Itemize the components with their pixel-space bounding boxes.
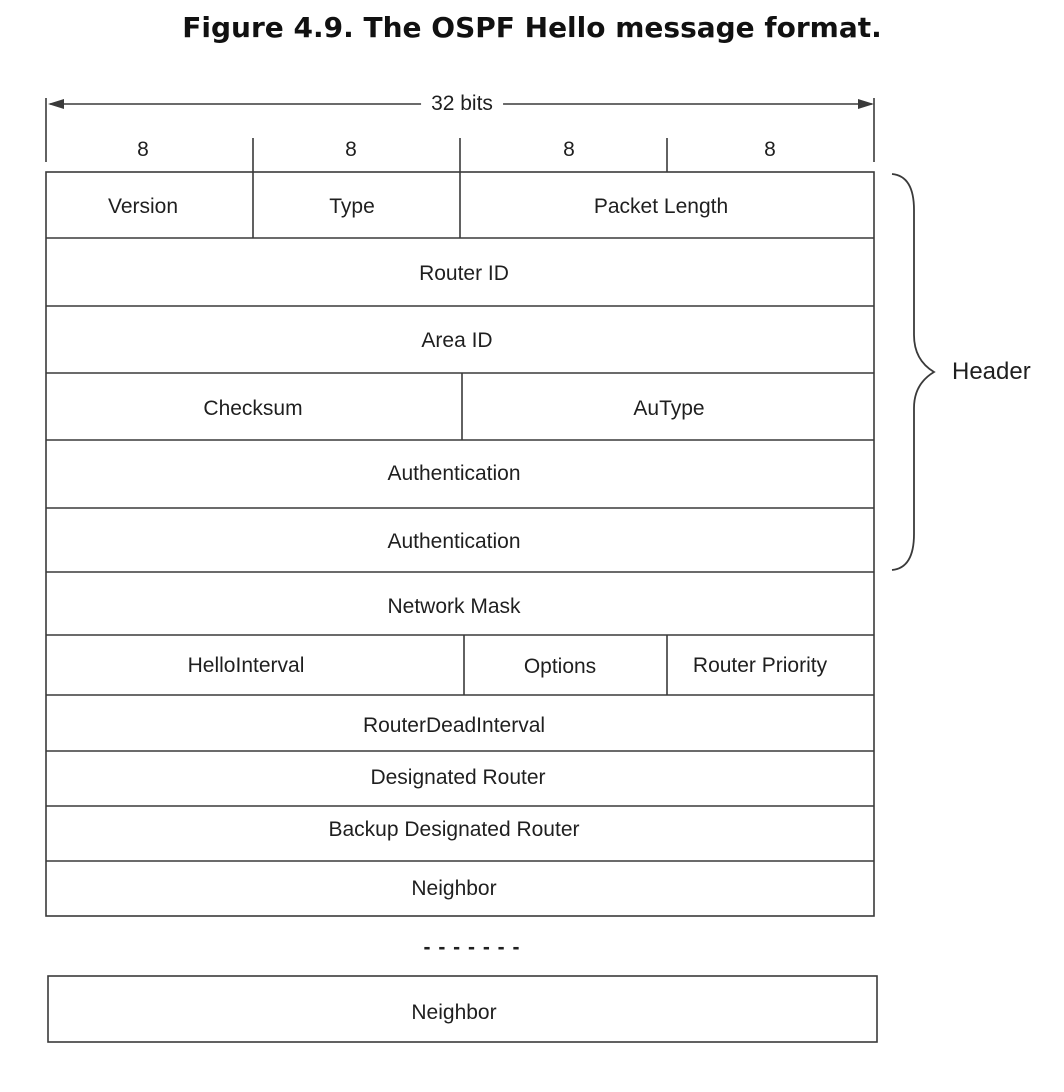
width-arrow-right-head bbox=[858, 99, 874, 109]
last-neighbor-box bbox=[47, 975, 878, 1043]
figure-title: Figure 4.9. The OSPF Hello message forma… bbox=[182, 11, 882, 44]
field-type: Type bbox=[329, 195, 375, 218]
width-arrow-left-head bbox=[48, 99, 64, 109]
field-checksum: Checksum bbox=[203, 397, 303, 420]
byte-label-1: 8 bbox=[137, 138, 149, 161]
field-neighbor: Neighbor bbox=[411, 877, 497, 900]
field-autype: AuType bbox=[633, 397, 705, 420]
field-network-mask: Network Mask bbox=[387, 595, 521, 618]
field-version: Version bbox=[107, 195, 179, 218]
field-hellointerval: HelloInterval bbox=[187, 654, 305, 677]
byte-label-2: 8 bbox=[345, 138, 357, 161]
byte-label-4: 8 bbox=[764, 138, 776, 161]
continuation-dashes: - - - - - - - bbox=[423, 936, 521, 959]
field-authentication-2: Authentication bbox=[387, 530, 521, 553]
field-router-priority: Router Priority bbox=[692, 654, 828, 677]
header-label: Header bbox=[952, 358, 1031, 385]
field-designated-router: Designated Router bbox=[370, 766, 546, 789]
byte-label-3: 8 bbox=[563, 138, 575, 161]
field-neighbor-last: Neighbor bbox=[411, 1001, 497, 1024]
header-brace bbox=[891, 173, 936, 571]
field-router-id: Router ID bbox=[419, 262, 509, 285]
field-area-id: Area ID bbox=[421, 329, 493, 352]
field-backup-designated-router: Backup Designated Router bbox=[328, 818, 580, 841]
total-width-label: 32 bits bbox=[421, 92, 503, 116]
field-authentication-1: Authentication bbox=[387, 462, 521, 485]
field-routerdeadinterval: RouterDeadInterval bbox=[362, 714, 546, 737]
field-packet-length: Packet Length bbox=[593, 195, 729, 218]
field-options: Options bbox=[523, 655, 597, 678]
